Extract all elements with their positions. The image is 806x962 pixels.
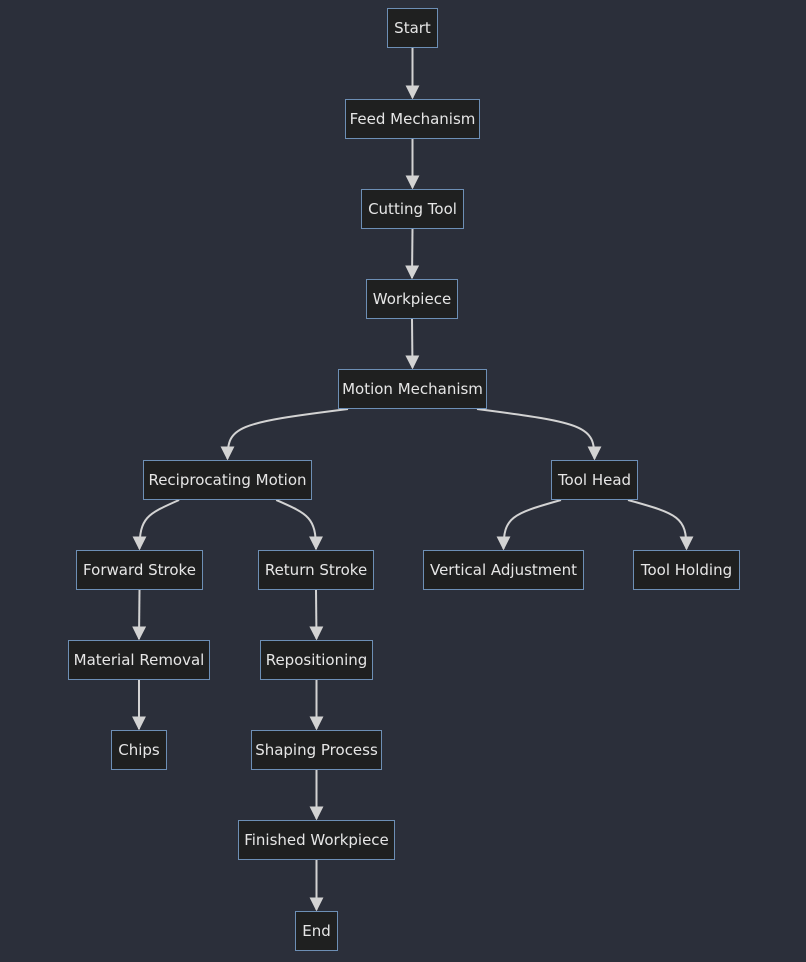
node-forward-stroke: Forward Stroke [76,550,203,590]
node-material-removal: Material Removal [68,640,210,680]
node-end: End [295,911,338,951]
node-cutting-tool-label: Cutting Tool [368,200,457,218]
node-shaping-process-label: Shaping Process [255,741,378,759]
node-tool-head: Tool Head [551,460,638,500]
edge-forward-to-material [132,589,147,641]
node-vertical-adjustment-label: Vertical Adjustment [429,561,578,579]
edge-cutting-to-workpiece [405,228,420,280]
node-material-removal-label: Material Removal [73,651,205,669]
node-workpiece: Workpiece [366,279,458,319]
edge-workpiece-to-motion [405,318,420,370]
node-reciprocating-motion: Reciprocating Motion [143,460,312,500]
node-finished-workpiece: Finished Workpiece [238,820,395,860]
node-chips-label: Chips [118,741,160,759]
node-workpiece-label: Workpiece [372,290,452,308]
node-end-label: End [302,922,331,940]
edge-motion-to-toolhead [476,408,602,461]
node-chips: Chips [111,730,167,770]
node-return-stroke: Return Stroke [258,550,374,590]
node-motion-mechanism-label: Motion Mechanism [342,380,483,398]
edge-toolhead-to-toolholding [627,499,694,551]
node-feed-mechanism: Feed Mechanism [345,99,480,139]
node-tool-holding: Tool Holding [633,550,740,590]
node-feed-mechanism-label: Feed Mechanism [349,110,476,128]
node-tool-holding-label: Tool Holding [640,561,733,579]
edge-motion-to-recip [220,408,349,461]
node-vertical-adjustment: Vertical Adjustment [423,550,584,590]
node-start: Start [387,8,438,48]
node-reciprocating-motion-label: Reciprocating Motion [148,471,307,489]
node-motion-mechanism: Motion Mechanism [338,369,487,409]
edge-toolhead-to-vertical [496,499,562,551]
node-cutting-tool: Cutting Tool [361,189,464,229]
node-tool-head-label: Tool Head [557,471,632,489]
edge-recip-to-return [275,499,323,551]
edge-recip-to-forward [132,499,180,551]
node-start-label: Start [394,19,431,37]
node-finished-workpiece-label: Finished Workpiece [244,831,389,849]
node-forward-stroke-label: Forward Stroke [83,561,196,579]
node-repositioning-label: Repositioning [265,651,368,669]
edge-return-to-repos [309,589,324,641]
node-shaping-process: Shaping Process [251,730,382,770]
node-return-stroke-label: Return Stroke [264,561,368,579]
node-repositioning: Repositioning [260,640,373,680]
